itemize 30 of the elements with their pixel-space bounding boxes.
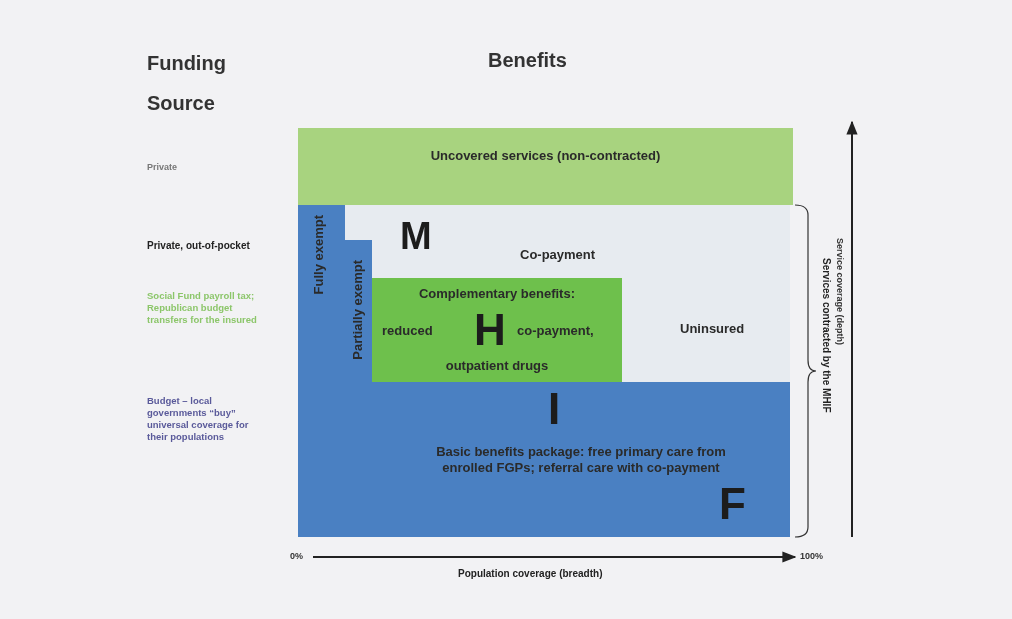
- heading: Benefits: [488, 48, 567, 73]
- exemption-strip: [298, 205, 345, 537]
- box-label: Co-payment: [520, 247, 596, 264]
- heading: Funding Source: [147, 51, 227, 116]
- box-label: reduced: [382, 323, 433, 340]
- benefit-box: [372, 382, 790, 537]
- box-label: Complementary benefits:: [418, 286, 575, 303]
- box-label: outpatient drugs: [445, 358, 549, 375]
- coverage-band: [298, 128, 793, 205]
- funding-source-label: Budget – local governments “buy” universal coverage for their populations: [147, 395, 250, 443]
- letter-mark: M: [400, 217, 432, 255]
- box-label: Uncovered services (non-contracted): [430, 148, 661, 165]
- box-label: Fully exempt: [311, 215, 327, 295]
- axis-tick-label: 0%: [290, 551, 303, 563]
- axis-label: Population coverage (breadth): [458, 568, 603, 581]
- axis-label: Services contracted by the MHIF: [819, 258, 832, 413]
- box-label: Partially exempt: [350, 260, 366, 360]
- axis-tick-label: 100%: [800, 551, 824, 563]
- box-label: Basic benefits package: free primary care from enrolled FGPs; referral care with co-payment: [435, 444, 727, 477]
- letter-mark: F: [719, 482, 746, 526]
- funding-source-label: Social Fund payroll tax; Republican budget transfers for the insured: [147, 290, 258, 326]
- coverage-region: [345, 205, 790, 382]
- box-label: co-payment,: [517, 323, 594, 340]
- funding-source-label: Private: [147, 162, 178, 174]
- benefit-box: [372, 278, 622, 382]
- funding-source-label: Private, out-of-pocket: [147, 240, 250, 253]
- box-label: Uninsured: [680, 321, 745, 338]
- letter-mark: I: [548, 387, 561, 431]
- axis-label: Service coverage (depth): [834, 238, 846, 346]
- letter-mark: H: [474, 308, 506, 352]
